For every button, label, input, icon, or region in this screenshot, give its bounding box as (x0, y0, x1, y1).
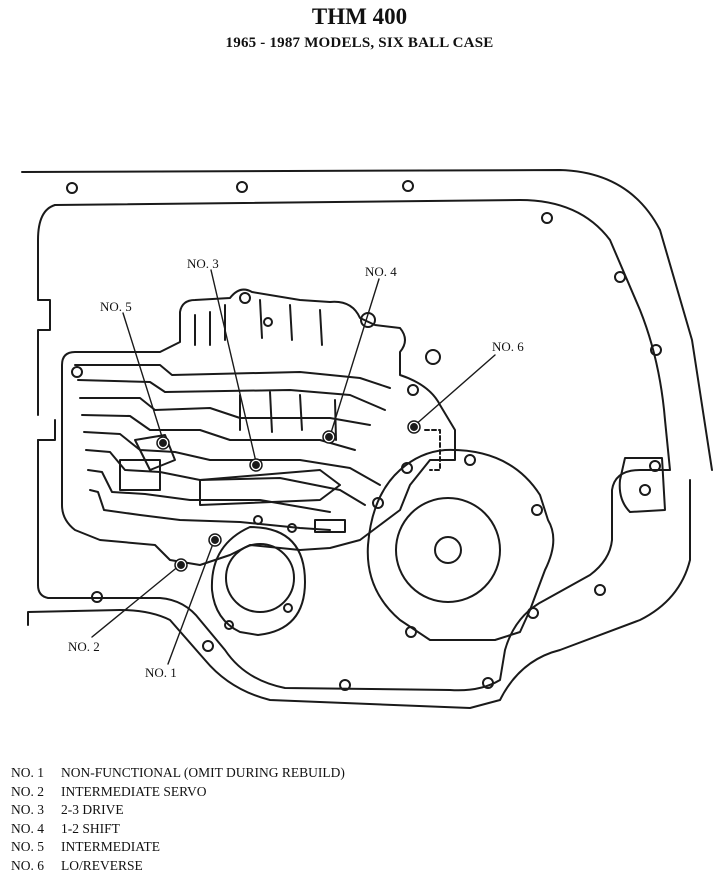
channel (194, 299, 323, 346)
servo-port (224, 620, 234, 630)
servo-cover (210, 526, 306, 636)
legend-row: NO. 1 NON-FUNCTIONAL (OMIT DURING REBUILD… (11, 764, 345, 783)
callout-no2: NO. 2 (68, 639, 100, 654)
channel (239, 391, 337, 441)
channel (314, 519, 346, 533)
bolt-hole (614, 271, 626, 283)
legend-desc: INTERMEDIATE SERVO (61, 783, 207, 799)
legend-num: NO. 1 (11, 765, 44, 780)
channel (134, 434, 176, 471)
channel (83, 431, 381, 486)
check-ball-no3 (249, 458, 263, 472)
accumulator-link (424, 429, 441, 471)
legend-row: NO. 4 1-2 SHIFT (11, 820, 345, 839)
page-title: THM 400 (311, 4, 408, 29)
channel (79, 397, 371, 426)
channel (77, 379, 386, 411)
leader-no4 (329, 278, 380, 437)
channel (199, 469, 341, 506)
legend-desc: 1-2 SHIFT (61, 820, 120, 836)
accumulator-center (434, 536, 462, 564)
pan-gasket-outline (21, 169, 713, 709)
callout-no5: NO. 5 (100, 299, 132, 314)
legend-num: NO. 6 (11, 857, 44, 873)
channel (119, 459, 161, 491)
bolt-hole (66, 182, 78, 194)
port (71, 366, 83, 378)
accumulator-bolt (531, 504, 543, 516)
callout-no1: NO. 1 (145, 665, 177, 680)
legend-num: NO. 5 (11, 839, 44, 854)
port (253, 515, 263, 525)
accumulator-bolt (405, 626, 417, 638)
legend-row: NO. 3 2-3 DRIVE (11, 801, 345, 820)
legend-desc: 2-3 DRIVE (61, 802, 124, 817)
servo-port (283, 603, 293, 613)
leader-no2 (91, 564, 181, 638)
bolt-hole (639, 484, 651, 496)
check-ball-no6 (407, 420, 421, 434)
accumulator-bolt (527, 607, 539, 619)
legend-row: NO. 5 INTERMEDIATE (11, 838, 345, 857)
channel (85, 449, 366, 506)
channel (81, 414, 356, 451)
channel (87, 469, 331, 513)
legend-num: NO. 4 (11, 820, 44, 836)
bolt-hole (482, 677, 494, 689)
port (239, 292, 251, 304)
legend-row: NO. 2 INTERMEDIATE SERVO (11, 783, 345, 802)
legend-desc: INTERMEDIATE (61, 839, 160, 854)
callout-no3: NO. 3 (187, 256, 219, 271)
leader-no5 (122, 312, 164, 441)
legend-row: NO. 6 LO/REVERSE (11, 857, 345, 876)
leader-no3 (210, 269, 257, 463)
accumulator-ring (395, 497, 501, 603)
port (263, 317, 273, 327)
callout-no6: NO. 6 (492, 339, 524, 354)
bolt-hole (339, 679, 351, 691)
case-inner-left-upper (37, 204, 56, 416)
check-ball-no4 (322, 430, 336, 444)
channel (89, 489, 331, 531)
legend-desc: LO/REVERSE (61, 857, 143, 873)
bolt-hole (91, 591, 103, 603)
port (287, 523, 297, 533)
page-subtitle: 1965 - 1987 MODELS, SIX BALL CASE (225, 35, 494, 51)
accumulator-bolt (372, 497, 384, 509)
channel (74, 364, 391, 389)
legend-num: NO. 3 (11, 802, 44, 817)
accumulator-cover (366, 448, 555, 641)
bolt-hole (594, 584, 606, 596)
valve-body-outline (61, 288, 456, 566)
check-ball-no1 (208, 533, 222, 547)
servo-center (225, 543, 295, 613)
legend: NO. 1 NON-FUNCTIONAL (OMIT DURING REBUILD… (11, 764, 345, 875)
port (407, 384, 419, 396)
port (425, 349, 441, 365)
check-ball-no5 (156, 436, 170, 450)
bolt-hole (650, 344, 662, 356)
legend-num: NO. 2 (11, 783, 44, 799)
accumulator-bolt (464, 454, 476, 466)
bolt-hole (541, 212, 553, 224)
leader-no1 (167, 540, 215, 665)
leader-no6 (413, 354, 496, 427)
bolt-hole (649, 460, 661, 472)
legend-desc: NON-FUNCTIONAL (OMIT DURING REBUILD) (61, 765, 345, 780)
bolt-hole (236, 181, 248, 193)
check-ball-no2 (174, 558, 188, 572)
callout-no4: NO. 4 (365, 264, 397, 279)
detent-bracket (618, 457, 666, 513)
bolt-hole (402, 180, 414, 192)
bolt-hole (202, 640, 214, 652)
